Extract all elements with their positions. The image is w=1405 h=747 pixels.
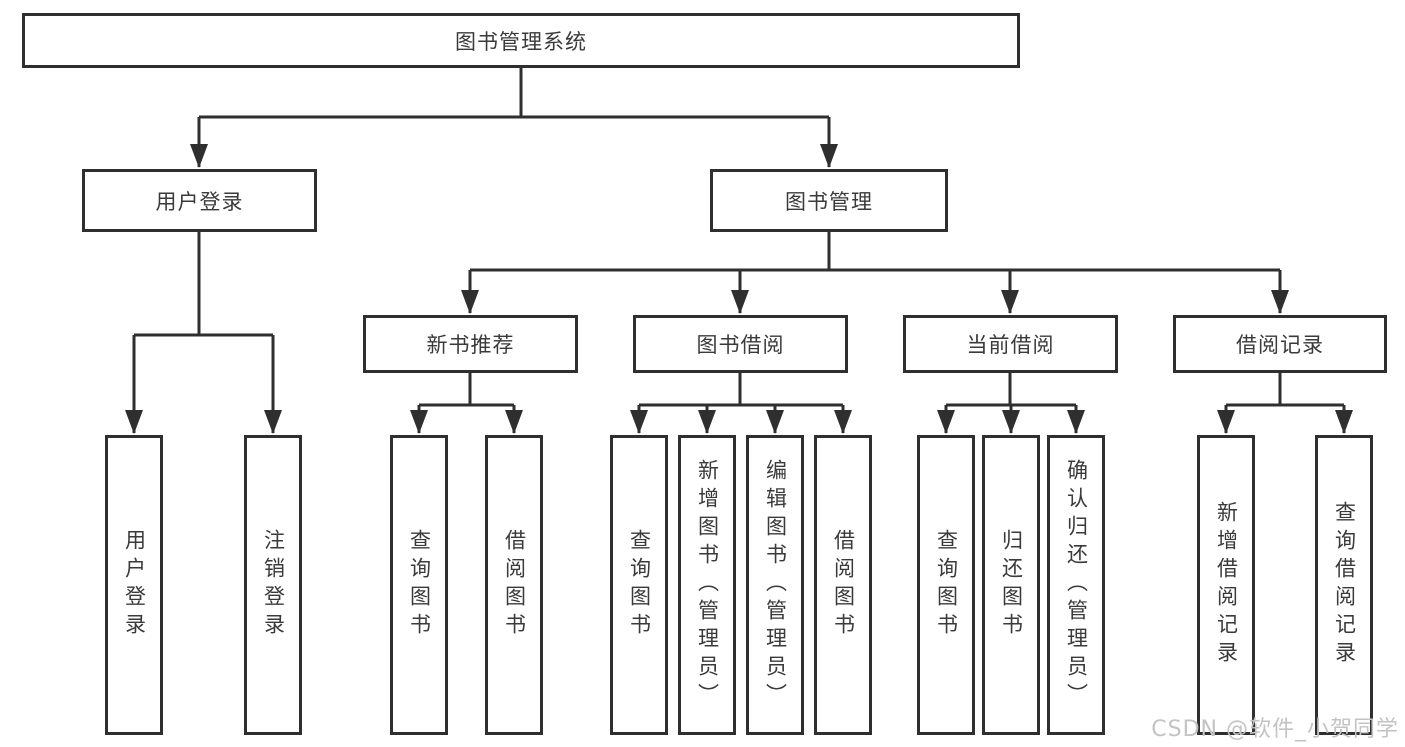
leaf-records-query-record: 查询借阅记录	[1315, 435, 1373, 735]
leaf-borrowing-query-books-label: 查询图书	[627, 529, 652, 641]
node-borrowing-records-label: 借阅记录	[1236, 333, 1324, 357]
node-root-system: 图书管理系统	[22, 13, 1020, 68]
leaf-newbook-borrow-books-label: 借阅图书	[502, 529, 527, 641]
leaf-newbook-borrow-books: 借阅图书	[485, 435, 543, 735]
node-book-management-label: 图书管理	[785, 189, 873, 214]
leaf-current-confirm-return-admin-label: 确认归还（管理员）	[1064, 459, 1089, 711]
csdn-watermark: CSDN @软件_小贺同学	[1151, 717, 1399, 742]
node-current-borrowing: 当前借阅	[903, 315, 1118, 373]
leaf-borrowing-query-books: 查询图书	[610, 435, 668, 735]
leaf-user-login: 用户登录	[105, 435, 163, 735]
node-book-borrowing: 图书借阅	[633, 315, 848, 373]
node-root-system-label: 图书管理系统	[455, 29, 587, 54]
leaf-borrowing-add-books-admin-label: 新增图书（管理员）	[695, 459, 720, 711]
node-book-borrowing-label: 图书借阅	[696, 333, 785, 357]
node-user-login: 用户登录	[82, 169, 317, 232]
node-borrowing-records: 借阅记录	[1173, 315, 1387, 373]
node-user-login-label: 用户登录	[155, 189, 244, 214]
leaf-current-return-books-label: 归还图书	[999, 529, 1024, 641]
leaf-current-query-books: 查询图书	[917, 435, 975, 735]
connector-new-book-to-leaves	[410, 373, 523, 434]
leaf-borrowing-add-books-admin: 新增图书（管理员）	[678, 435, 736, 735]
connector-records-to-leaves	[1217, 373, 1353, 434]
node-new-book-recommend: 新书推荐	[363, 315, 578, 373]
leaf-borrowing-borrow-books: 借阅图书	[814, 435, 872, 735]
node-current-borrowing-label: 当前借阅	[966, 333, 1055, 357]
leaf-current-confirm-return-admin: 确认归还（管理员）	[1047, 435, 1105, 735]
leaf-user-login-label: 用户登录	[122, 529, 147, 641]
leaf-records-add-record: 新增借阅记录	[1197, 435, 1255, 735]
leaf-newbook-query-books: 查询图书	[390, 435, 448, 735]
leaf-logout-label: 注销登录	[261, 529, 286, 641]
leaf-records-query-record-label: 查询借阅记录	[1332, 501, 1357, 669]
leaf-current-query-books-label: 查询图书	[934, 529, 959, 641]
leaf-records-add-record-label: 新增借阅记录	[1214, 501, 1239, 669]
node-new-book-recommend-label: 新书推荐	[426, 333, 515, 357]
connector-root-to-level2	[190, 68, 838, 168]
leaf-newbook-query-books-label: 查询图书	[407, 529, 432, 641]
connector-book-mgmt-to-level3	[461, 232, 1289, 314]
leaf-borrowing-edit-books-admin: 编辑图书（管理员）	[746, 435, 804, 735]
leaf-borrowing-borrow-books-label: 借阅图书	[831, 529, 856, 641]
connector-current-to-leaves	[937, 373, 1085, 434]
connector-user-login-to-leaves	[125, 232, 282, 434]
leaf-logout: 注销登录	[244, 435, 302, 735]
connector-borrowing-to-leaves	[630, 373, 852, 434]
leaf-current-return-books: 归还图书	[982, 435, 1040, 735]
node-book-management: 图书管理	[710, 169, 948, 232]
leaf-borrowing-edit-books-admin-label: 编辑图书（管理员）	[763, 459, 788, 711]
